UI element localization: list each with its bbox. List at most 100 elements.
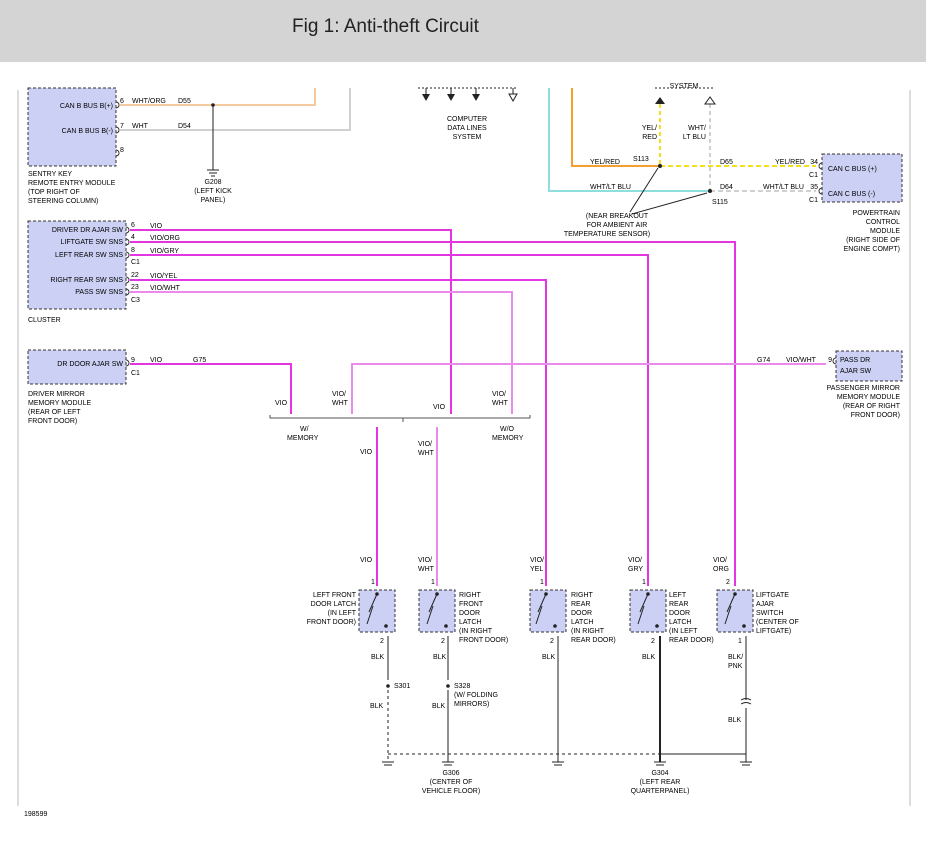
cluster-wire-vio-gry: VIO/GRY bbox=[150, 248, 179, 255]
data-lines-caption-3: SYSTEM bbox=[453, 134, 482, 141]
s328-label: S328 bbox=[454, 683, 470, 690]
arrow-down-outline-icon bbox=[508, 93, 518, 103]
cluster-connector-c3: C3 bbox=[131, 297, 140, 304]
splice-caption-3: TEMPERATURE SENSOR) bbox=[564, 231, 650, 238]
pcm-caption-3: MODULE bbox=[870, 228, 900, 235]
g306-caption-1: (CENTER OF bbox=[430, 779, 473, 786]
splice-s328 bbox=[446, 684, 450, 688]
g304-label: G304 bbox=[651, 770, 668, 777]
without-memory-1: W/O bbox=[500, 426, 515, 433]
cluster-pin-num-8: 8 bbox=[131, 247, 135, 254]
arrow-up-outline-icon bbox=[704, 96, 716, 105]
cluster-pin-num-4: 4 bbox=[131, 234, 135, 241]
driver-mirror-pin-num: 9 bbox=[131, 357, 135, 364]
pass-mirror-wire: VIO/WHT bbox=[786, 357, 817, 364]
latch1-caption-3: (IN LEFT bbox=[328, 610, 357, 617]
g208-caption-2: PANEL) bbox=[201, 197, 226, 204]
powertrain-control-module: CAN C BUS (+) CAN C BUS (-) 34 35 C1 C1 … bbox=[809, 153, 903, 253]
pass-mirror-caption-1: PASSENGER MIRROR bbox=[827, 385, 900, 392]
latch5-actuator bbox=[724, 605, 732, 625]
cluster-pin-arc bbox=[125, 226, 130, 234]
pcm-pin-label-1: CAN C BUS (+) bbox=[828, 166, 877, 173]
sentry-caption-3: (TOP RIGHT OF bbox=[28, 189, 80, 196]
g306-caption-2: VEHICLE FLOOR) bbox=[422, 788, 480, 795]
wht-lt-blu-label-right: WHT/LT BLU bbox=[763, 184, 804, 191]
page-title: Fig 1: Anti-theft Circuit bbox=[292, 16, 479, 37]
leader-s115 bbox=[631, 192, 708, 215]
pcm-caption-5: ENGINE COMPT) bbox=[844, 246, 900, 253]
latch4-pin1: 1 bbox=[642, 579, 646, 586]
latch2-caption-4: LATCH bbox=[459, 619, 481, 626]
latch1-contact-bottom bbox=[384, 624, 388, 628]
latch3-caption-6: REAR DOOR) bbox=[571, 637, 616, 644]
driver-mirror-pin-arc bbox=[125, 359, 130, 367]
pass-mirror-caption-3: (REAR OF RIGHT bbox=[843, 403, 901, 410]
cluster-pin-num-22: 22 bbox=[131, 272, 139, 279]
pcm-pin-arc-1 bbox=[818, 162, 823, 170]
wire-vio-driver-mirror bbox=[130, 363, 292, 414]
latch2-caption-2: FRONT bbox=[459, 601, 484, 608]
wht-blu-vert-1: WHT/ bbox=[688, 125, 706, 132]
latch1-pin2: 2 bbox=[380, 638, 384, 645]
cluster-pin-label-3: LEFT REAR SW SNS bbox=[55, 252, 123, 259]
latch3-switch-arm bbox=[537, 593, 547, 613]
latch4-caption-6: REAR DOOR) bbox=[669, 637, 714, 644]
sentry-pin-arc-1 bbox=[115, 101, 120, 109]
sentry-pin-label-1: CAN B BUS B(+) bbox=[60, 103, 113, 110]
latch1-wire: VIO bbox=[360, 557, 373, 564]
ground-symbols bbox=[382, 761, 752, 766]
pass-mirror-box bbox=[835, 350, 903, 382]
wire-label-wht-org: WHT/ORG bbox=[132, 98, 166, 105]
latch5-caption-5: LIFTGATE) bbox=[756, 628, 791, 635]
driver-mirror-connector: C1 bbox=[131, 370, 140, 377]
sentry-caption-2: REMOTE ENTRY MODULE bbox=[28, 180, 116, 187]
cluster-caption: CLUSTER bbox=[28, 317, 61, 324]
latch4-caption-2: REAR bbox=[669, 601, 688, 608]
wire-wht bbox=[120, 88, 351, 131]
with-memory-2: MEMORY bbox=[287, 435, 319, 442]
option-vio-wht-right-2: WHT bbox=[492, 400, 509, 407]
latch3-caption-1: RIGHT bbox=[571, 592, 594, 599]
yel-red-vert-1: YEL/ bbox=[642, 125, 657, 132]
latch5-pin1-bottom: 1 bbox=[738, 638, 742, 645]
sentry-pin-num-6: 6 bbox=[120, 98, 124, 105]
sentry-pin-num-8: 8 bbox=[120, 147, 124, 154]
cluster-pin-arc bbox=[125, 276, 130, 284]
cluster-wire-vio-wht: VIO/WHT bbox=[150, 285, 181, 292]
s328-caption-1: (W/ FOLDING bbox=[454, 692, 498, 699]
blk-label-2: BLK bbox=[433, 654, 447, 661]
latch5-caption-3: SWITCH bbox=[756, 610, 784, 617]
sentry-pin-arc-3 bbox=[115, 149, 120, 157]
can-c-network: SYSTEM YEL/ RED WHT/ LT BLU S113 S115 YE… bbox=[548, 83, 816, 238]
figure-id: 198599 bbox=[24, 811, 47, 818]
pass-mirror-pin-1: PASS DR bbox=[840, 357, 870, 364]
latch5-caption-4: (CENTER OF bbox=[756, 619, 799, 626]
latch2-pin2: 2 bbox=[441, 638, 445, 645]
cluster-box bbox=[27, 220, 127, 310]
cluster-pin-label-4: RIGHT REAR SW SNS bbox=[50, 277, 123, 284]
pass-mirror-caption-2: MEMORY MODULE bbox=[837, 394, 900, 401]
wiring-diagram: CAN B BUS B(+) CAN B BUS B(-) 6 7 8 SENT… bbox=[0, 62, 926, 838]
circuit-d55: D55 bbox=[178, 98, 191, 105]
blk-label-6: BLK bbox=[370, 703, 384, 710]
arrow-down-icon bbox=[472, 94, 480, 101]
yel-red-label-right: YEL/RED bbox=[775, 159, 805, 166]
latch3-contact-bottom bbox=[553, 624, 557, 628]
wire-yel-red bbox=[571, 88, 660, 167]
latch1-box bbox=[358, 589, 396, 633]
cluster-pin-arc bbox=[125, 288, 130, 296]
latch4-contact-bottom bbox=[655, 624, 659, 628]
cluster-pin-label-2: LIFTGATE SW SNS bbox=[61, 239, 124, 246]
latch1-switch-arm bbox=[368, 593, 378, 613]
splice-s115 bbox=[708, 189, 712, 193]
option-bracket-line bbox=[269, 415, 531, 419]
cluster-pin-label-5: PASS SW SNS bbox=[75, 289, 123, 296]
leader-s113 bbox=[629, 167, 659, 213]
splice-s301 bbox=[386, 684, 390, 688]
latch4-caption-3: DOOR bbox=[669, 610, 690, 617]
pass-mirror-pin-arc bbox=[832, 357, 837, 365]
latch2-switch-arm bbox=[428, 593, 438, 613]
pass-mirror-caption-4: FRONT DOOR) bbox=[851, 412, 900, 419]
g304-caption-2: QUARTERPANEL) bbox=[631, 788, 690, 795]
latch3-pin1: 1 bbox=[540, 579, 544, 586]
